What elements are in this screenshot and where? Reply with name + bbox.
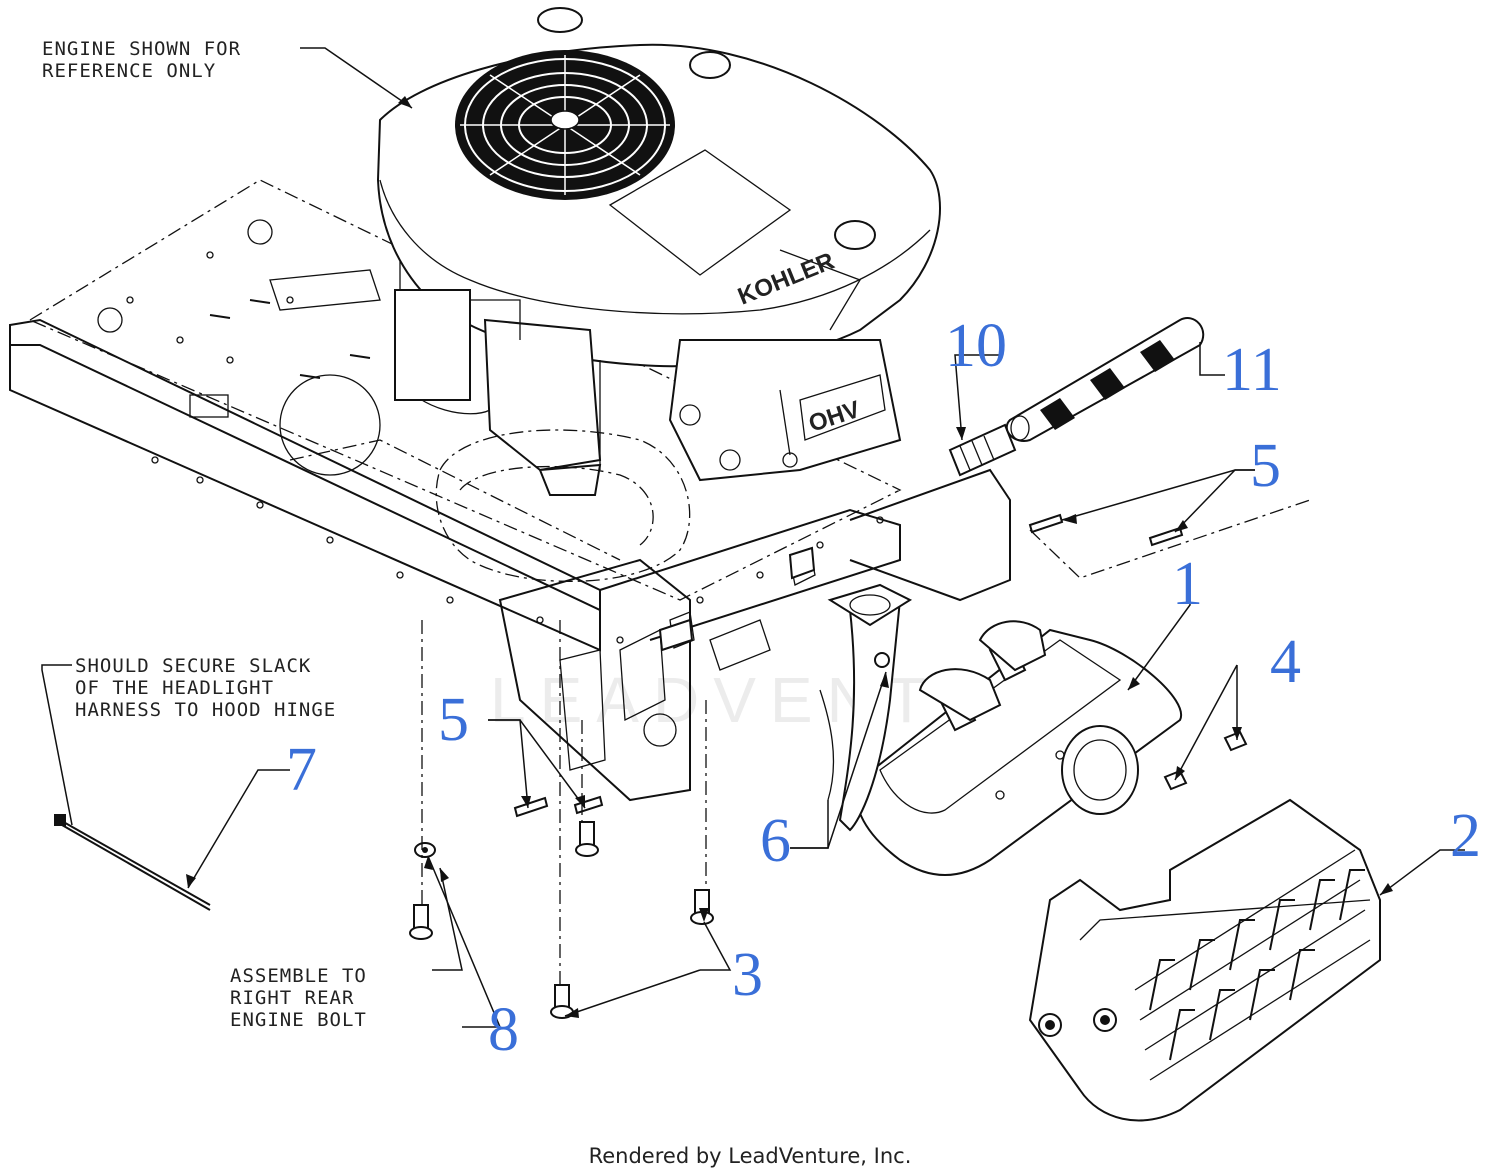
callout-4[interactable]: 4 xyxy=(1270,628,1301,696)
callout-5-upper[interactable]: 5 xyxy=(1250,432,1281,500)
callout-2[interactable]: 2 xyxy=(1450,802,1481,870)
callout-5-lower[interactable]: 5 xyxy=(438,686,469,754)
tube-part-11 xyxy=(1005,317,1205,442)
engine: KOHLER OHV xyxy=(376,7,941,582)
callout-6[interactable]: 6 xyxy=(760,807,791,875)
leader-lines xyxy=(41,47,1465,1028)
frame-chassis xyxy=(9,179,1011,802)
callout-10[interactable]: 10 xyxy=(945,312,1007,380)
callout-3[interactable]: 3 xyxy=(732,941,763,1009)
clamp-part-6 xyxy=(819,689,835,801)
callout-7[interactable]: 7 xyxy=(286,736,317,804)
washer-part-8 xyxy=(409,842,436,940)
nut-part-4 xyxy=(1163,730,1248,791)
bolt-part-5-upper xyxy=(1028,513,1184,547)
callout-11[interactable]: 11 xyxy=(1222,336,1282,404)
bolt-part-3 xyxy=(550,889,714,1019)
fitting-part-10 xyxy=(948,423,1017,477)
assemble-note-line-1: ASSEMBLE TO xyxy=(230,965,367,987)
assemble-note-line-3: ENGINE BOLT xyxy=(230,1009,367,1031)
engine-reference-note-line-2: REFERENCE ONLY xyxy=(42,60,216,82)
heat-shield-part-2 xyxy=(1028,798,1381,1122)
callout-1[interactable]: 1 xyxy=(1172,550,1203,618)
callout-8[interactable]: 8 xyxy=(488,996,519,1064)
headlight-note-line-2: OF THE HEADLIGHT xyxy=(75,677,274,699)
assemble-note-line-2: RIGHT REAR xyxy=(230,987,354,1009)
engine-reference-note-line-1: ENGINE SHOWN FOR xyxy=(42,38,241,60)
headlight-note-line-1: SHOULD SECURE SLACK xyxy=(75,655,311,677)
leader-arrowheads xyxy=(186,96,1393,1018)
cable-tie-part-7 xyxy=(54,814,211,911)
muffler-part-1 xyxy=(827,583,1183,876)
footer-credit: Rendered by LeadVenture, Inc. xyxy=(589,1144,912,1168)
headlight-note-line-3: HARNESS TO HOOD HINGE xyxy=(75,699,336,721)
